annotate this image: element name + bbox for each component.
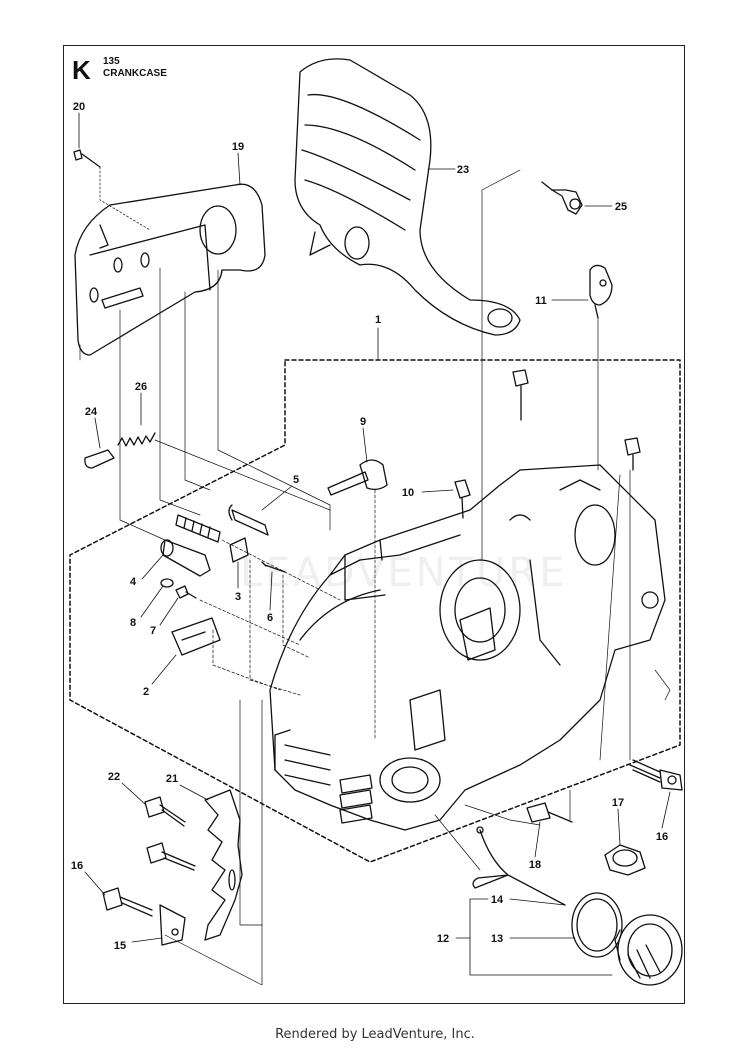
leader-15 [131,937,163,943]
callout-c26: 26 [135,381,147,393]
section-name: CRANKCASE [103,68,167,79]
section-letter: K [72,55,91,85]
leader-12 [455,898,613,976]
callout-c4: 4 [130,576,137,588]
assembly-boundary [69,359,681,863]
callout-c12: 12 [437,933,449,945]
clip-11 [589,264,613,319]
screw-16-right [629,759,683,791]
cap-12 [614,914,683,986]
pin-9 [327,459,388,496]
chain-guard-part [74,183,266,356]
callout-c3: 3 [235,591,241,603]
callout-c24: 24 [85,406,98,418]
strap-14 [472,826,566,906]
callout-c6: 6 [267,612,273,624]
callout-c9: 9 [360,416,366,428]
leader-24 [94,417,101,449]
callout-c15: 15 [114,940,126,952]
callout-c18: 18 [529,859,541,871]
assembly-line-c [184,291,211,491]
assembly-line-20 [99,166,151,231]
washer-8 [160,578,174,588]
block-2 [171,617,221,656]
leader-14 [509,898,566,906]
leader-19 [237,152,241,186]
callout-c20: 20 [73,101,85,113]
screw-25 [541,181,583,215]
callout-c16b: 16 [71,860,83,872]
leader-9 [362,427,368,463]
callout-c5: 5 [293,474,299,486]
callout-c13: 13 [491,933,503,945]
leader-16-right [661,791,671,829]
leader-21 [179,784,209,801]
screw-16-left [102,887,153,917]
leader-16-left [84,871,106,896]
pin-6 [261,561,286,573]
handle-part [294,58,521,336]
callout-c8: 8 [130,617,136,629]
leader-2 [151,654,177,685]
callout-c17: 17 [612,797,624,809]
section-number: 135 [103,56,120,67]
bolt-5 [228,504,269,536]
footer-credit: Rendered by LeadVenture, Inc. [275,1027,475,1042]
callout-c22: 22 [108,771,120,783]
assembly-line-m [239,699,263,926]
assembly-line-a [119,309,166,541]
assembly-line-p [464,804,541,826]
callout-c11: 11 [535,295,547,307]
callout-c19: 19 [232,141,244,153]
assembly-line-f [282,574,311,659]
clamp-15 [159,904,186,946]
callout-c14: 14 [491,894,504,906]
bumper-spike-21 [204,789,243,941]
callout-c25: 25 [615,201,627,213]
leader-17 [617,808,621,846]
assembly-line-b [159,267,201,516]
assembly-line-g [212,629,281,691]
screw-22 [144,796,196,871]
watermark: LEADVENTURE [240,550,568,596]
pin-4 [160,539,211,577]
washer-3 [229,537,249,563]
assembly-line-n [164,699,263,986]
leader-23-line [481,169,521,561]
leader-4 [141,554,164,580]
leader-10 [421,489,454,493]
leader-18 [534,821,541,858]
diagram-frame [63,45,685,1004]
leader-22 [121,782,147,806]
callout-c10: 10 [402,487,414,499]
callout-c21: 21 [166,773,178,785]
assembly-line-q [434,814,481,871]
screw-7 [175,585,197,599]
spring-26 [117,432,156,447]
leader-8 [140,585,164,618]
screw-20 [73,149,101,168]
threaded-bolt [175,514,221,543]
leader-5 [261,485,293,511]
knob-24 [84,449,115,469]
assembly-line-l [599,474,621,761]
leader-6 [269,571,273,611]
seal-ring-13 [571,892,623,958]
assembly-line-d [217,269,331,531]
callout-c2: 2 [143,686,149,698]
crankcase-part [269,464,666,831]
assembly-line-i [249,559,301,696]
callout-c16a: 16 [656,831,668,843]
callout-c23: 23 [457,164,469,176]
assembly-line-j [654,669,671,701]
assembly-line-26 [154,439,331,511]
callout-c7: 7 [150,625,156,637]
leader-7 [159,597,179,626]
screw-10 [454,369,641,519]
screw-18 [526,802,573,823]
callout-c1: 1 [375,314,381,326]
